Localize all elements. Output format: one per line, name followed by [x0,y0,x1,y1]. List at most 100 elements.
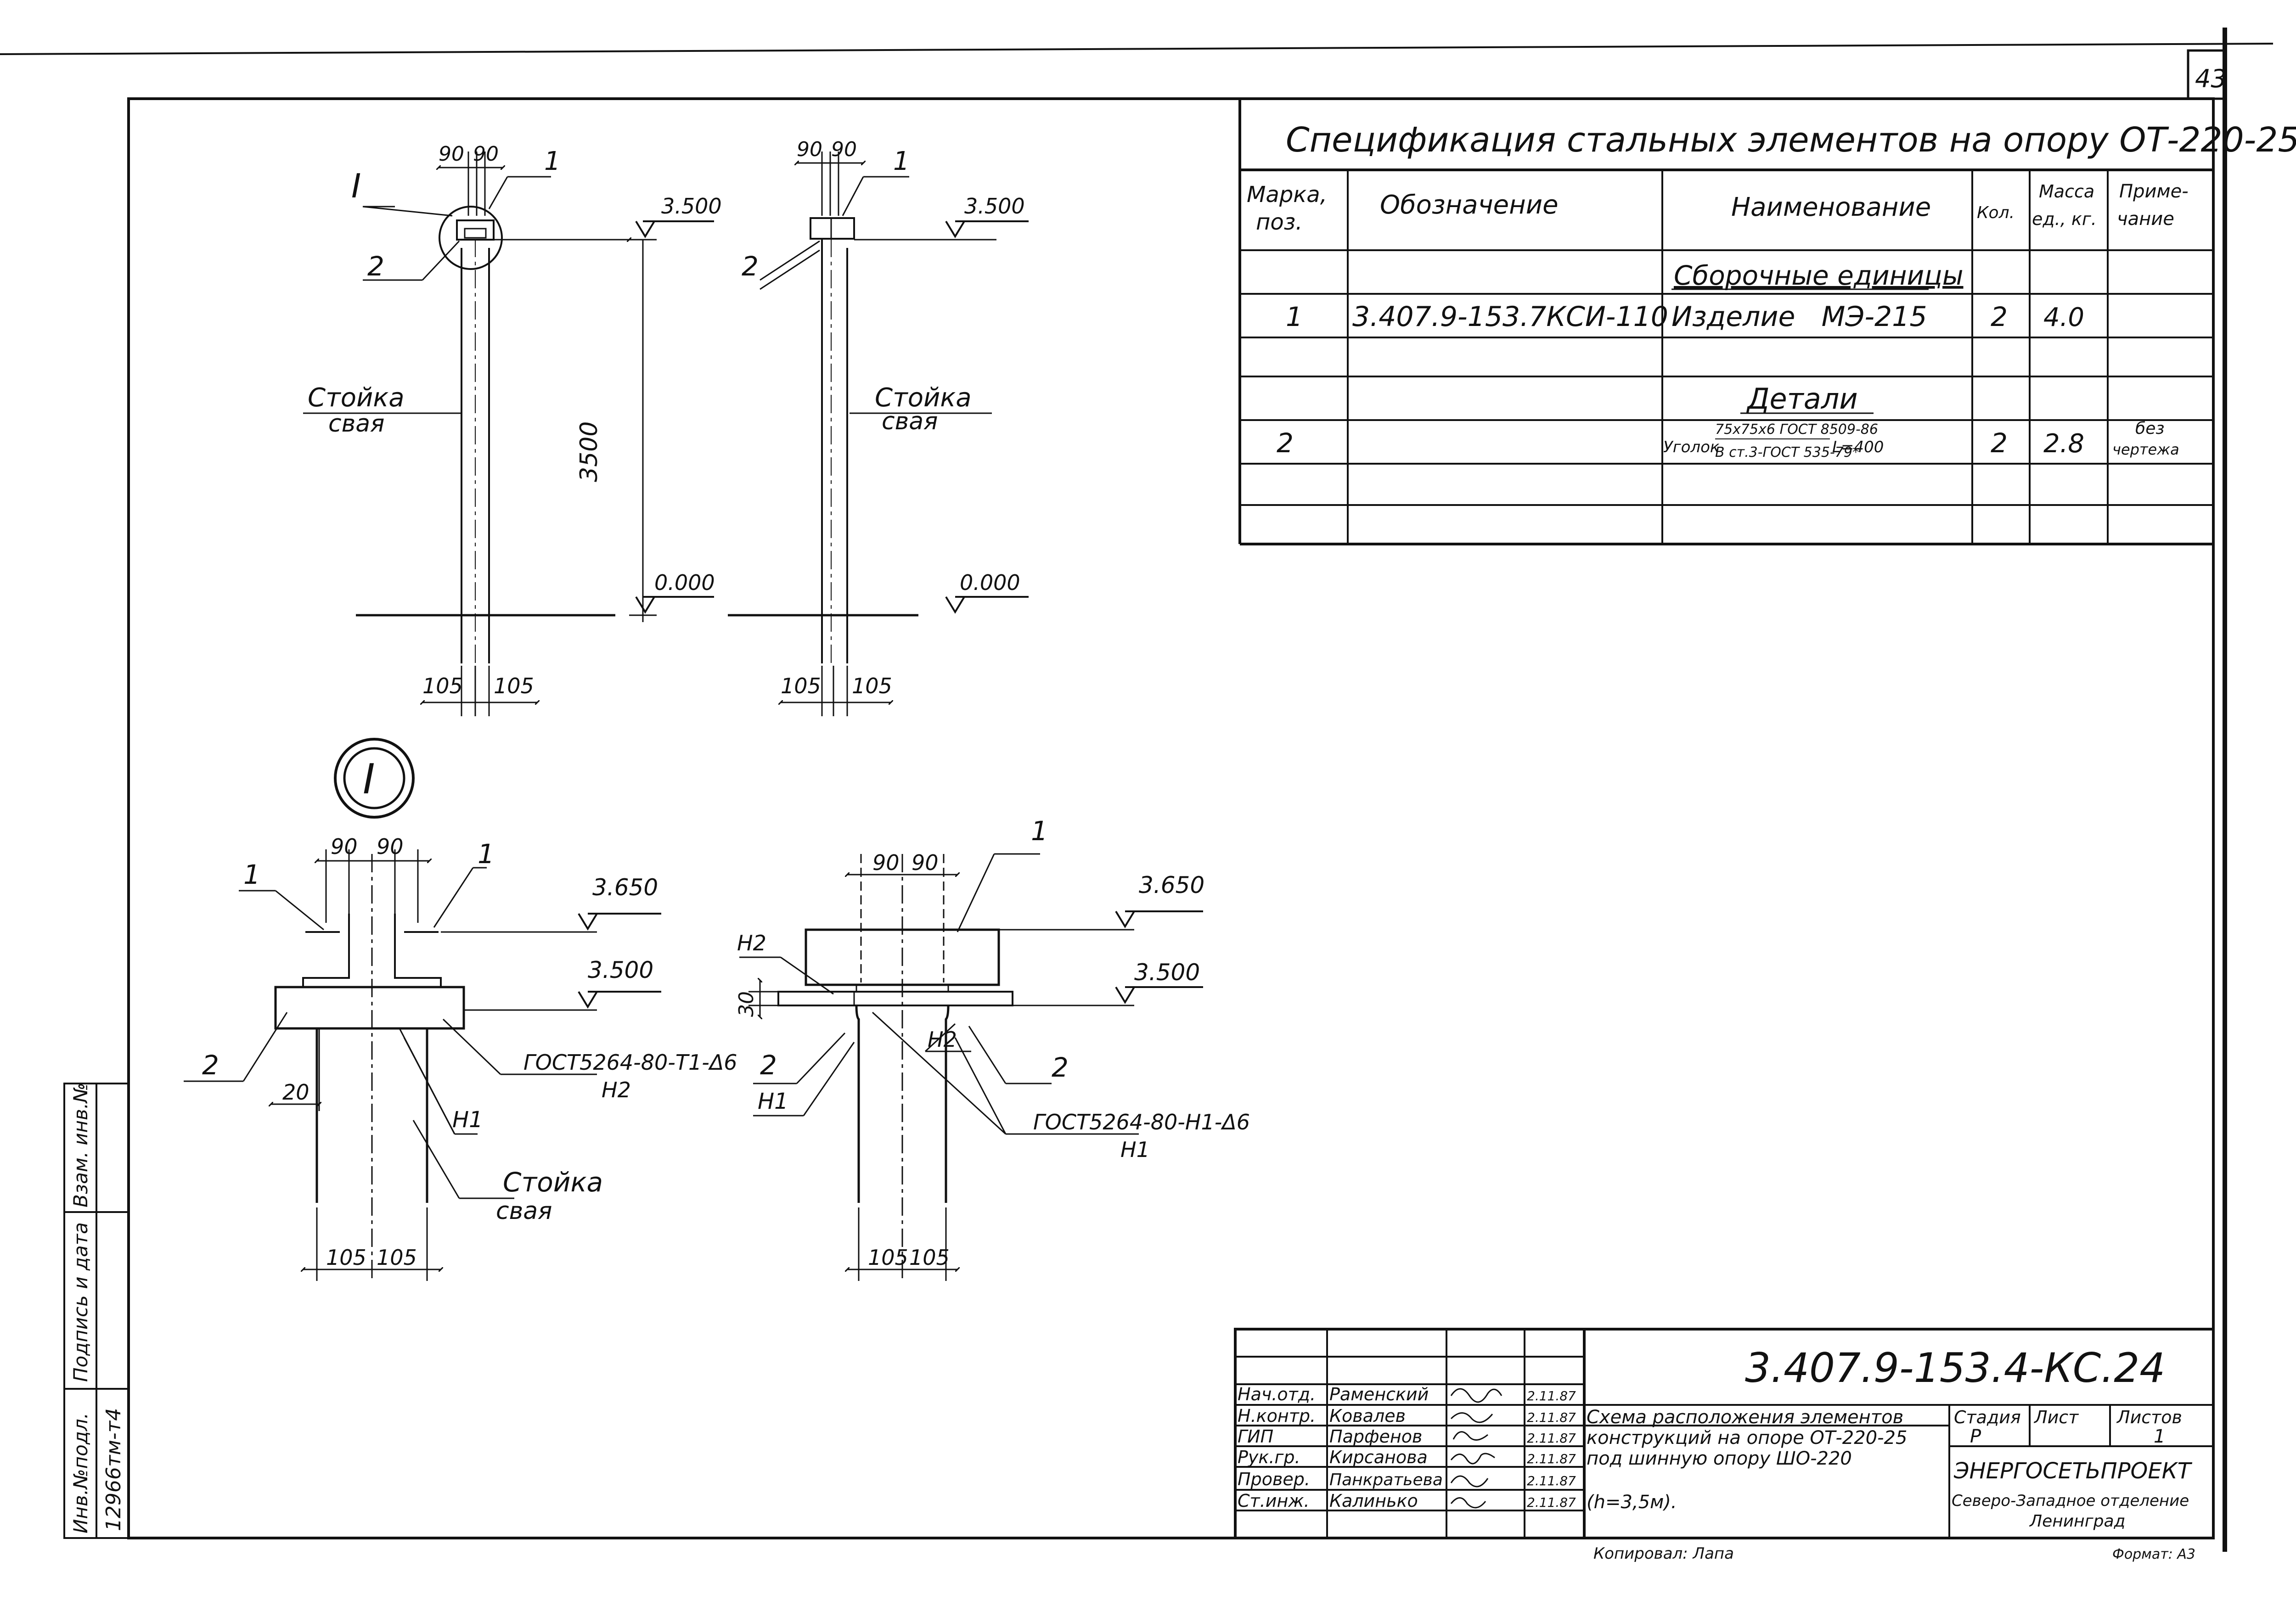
det-right-dim-90a: 90 [872,850,900,875]
det-left-pos2: 2 [202,1050,219,1081]
el-left-pos1: 1 [544,146,561,176]
tb-stage-label: Стадия [1954,1407,2021,1427]
tb-date-5: 2.11.87 [1527,1495,1576,1510]
tb-stage: Р [1970,1426,1981,1447]
row2-name-suffix: L=400 [1832,438,1884,456]
sheet-number: 43 [2195,64,2227,93]
tb-role-3: Рук.гр. [1238,1447,1300,1467]
header-name: Наименование [1731,192,1931,222]
det-right-weld: ГОСТ5264-80-Н1-Δ6 [1033,1110,1250,1134]
tb-org1: ЭНЕРГОСЕТЬПРОЕКТ [1953,1458,2193,1484]
section-details: Детали [1746,382,1858,415]
det-left-seam-n1: Н1 [452,1107,483,1133]
el-right-pos2: 2 [742,251,759,282]
detail-left [184,849,661,1281]
row2-name-prefix: Уголок [1663,438,1720,456]
el-right-pos1: 1 [893,146,910,176]
det-left-dim-20: 20 [282,1080,310,1105]
det-right-seam-n2b: Н2 [928,1027,957,1052]
det-right-level-3650: 3.650 [1139,872,1204,898]
tb-org3: Ленинград [2029,1512,2125,1531]
tb-role-2: ГИП [1238,1426,1273,1447]
el-left-dim-90b: 90 [473,142,499,166]
tb-code: 3.407.9-153.4-КС.24 [1745,1344,2165,1392]
el-right-dim-90a: 90 [797,138,822,161]
el-left-pos2: 2 [367,251,384,282]
el-right-level-zero: 0.000 [960,570,1020,595]
row1-name: Изделие МЭ-215 [1671,301,1927,333]
tb-name-4: Панкратьева [1329,1471,1443,1489]
det-left-dim-105b: 105 [377,1245,417,1270]
spec-title: Спецификация стальных элементов на опору… [1286,120,2296,160]
el-right-post-label: Стойка [875,383,972,413]
tb-date-4: 2.11.87 [1527,1473,1576,1488]
header-mark-2: поз. [1256,209,1303,235]
el-left-height: 3500 [575,421,603,482]
header-note-1: Приме- [2119,181,2189,202]
el-left-dim-105b: 105 [494,674,534,698]
det-right-pos1: 1 [1031,815,1048,847]
el-right-dim-105a: 105 [781,674,821,698]
copied-by: Копировал: Лапа [1593,1544,1734,1563]
row2-name-bottom: В ст.3-ГОСТ 535-79* [1715,444,1859,460]
el-left-dim-105a: 105 [422,674,463,698]
det-left-dim-90b: 90 [377,834,404,859]
det-right-dim-105b: 105 [909,1245,950,1270]
det-left-post-label2: свая [496,1197,552,1225]
det-left-pos1b: 1 [478,838,495,870]
tb-role-0: Нач.отд. [1238,1384,1316,1404]
tb-name-2: Парфенов [1329,1426,1422,1447]
det-right-pos2a: 2 [760,1050,777,1081]
el-left-level-top: 3.500 [661,194,722,219]
det-left-level-3500: 3.500 [588,957,653,983]
el-right-dim-105b: 105 [852,674,892,698]
tb-desc-2: под шинную опору ШО-220 [1587,1448,1852,1469]
header-mass-1: Масса [2039,181,2094,202]
node-marker-label: I [363,755,375,803]
el-left-post-label: Стойка [308,383,405,413]
det-right-dim-30: 30 [735,991,758,1017]
tb-role-5: Ст.инж. [1238,1491,1310,1511]
tb-name-0: Раменский [1329,1384,1429,1404]
tb-name-1: Ковалев [1329,1406,1406,1426]
sheet-frame [0,28,2273,1552]
tb-sheets-label: Листов [2116,1407,2182,1427]
title-block [1234,1328,2215,1539]
tb-name-5: Калинько [1329,1491,1418,1511]
el-left-dim-90a: 90 [439,142,464,166]
tb-name-3: Кирсанова [1329,1447,1428,1467]
header-designation: Обозначение [1380,190,1559,220]
detail-right [739,853,1203,1281]
stamp-sign-date: Подпись и дата [69,1222,92,1382]
stamp-inv-orig: Инв.№подл. [69,1413,92,1533]
el-left-node: I [351,167,361,205]
elevation-right [728,152,1029,716]
el-left-post-label2: свая [328,410,384,438]
stamp-replace-inv: Взам. инв.№ [69,1083,92,1207]
row2-note-1: без [2135,419,2165,438]
section-assemblies: Сборочные единицы [1674,260,1964,291]
spec-table [1238,99,2213,545]
det-right-pos2b: 2 [1052,1052,1069,1083]
tb-desc-1: конструкций на опоре ОТ-220-25 [1587,1427,1907,1449]
tb-sheet-label: Лист [2033,1407,2079,1427]
det-left-dim-90a: 90 [331,834,358,859]
row1-mass: 4.0 [2043,303,2084,332]
det-right-dim-105a: 105 [868,1245,908,1270]
det-right-seam-n1: Н1 [758,1089,788,1114]
det-left-weld: ГОСТ5264-80-Т1-Δ6 [523,1050,737,1075]
format-label: Формат: А3 [2112,1546,2195,1562]
tb-date-1: 2.11.87 [1527,1410,1576,1425]
tb-date-3: 2.11.87 [1527,1451,1576,1466]
row2-mass: 2.8 [2043,429,2084,459]
stamp-inv-value: 12966тм-т4 [102,1408,125,1531]
node-marker [334,738,415,819]
tb-desc-0: Схема расположения элементов [1587,1407,1903,1428]
row2-qty: 2 [1991,427,2008,459]
tb-date-0: 2.11.87 [1527,1388,1576,1404]
el-right-level-top: 3.500 [964,194,1025,219]
tb-date-2: 2.11.87 [1527,1431,1576,1446]
det-left-pos1a: 1 [243,859,260,890]
header-qty: Кол. [1977,203,2015,222]
